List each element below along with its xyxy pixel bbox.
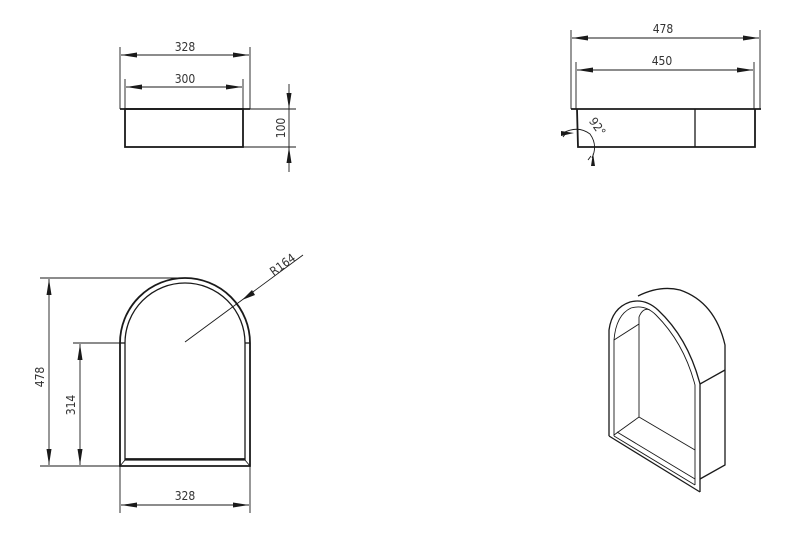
iso-floor-side [613, 416, 640, 436]
iso-frame-inner [613, 306, 696, 485]
iso-floor-back [638, 416, 696, 451]
angle-tick [562, 132, 567, 138]
iso-bottom-lip [616, 431, 696, 480]
dim-inner-height: 450 [652, 54, 673, 68]
iso-inner-arch [638, 308, 651, 324]
front-view-inner [124, 282, 246, 461]
angle-tick [587, 155, 592, 161]
dim-width: 328 [175, 489, 196, 503]
top-view: 328 300 100 [119, 40, 296, 172]
iso-inner-top-left [613, 323, 640, 341]
dim-straight-height: 314 [64, 395, 78, 416]
corner-line [119, 459, 126, 467]
iso-view [608, 287, 726, 493]
dim-total-height: 478 [33, 367, 47, 388]
dim-radius: R164 [267, 251, 298, 279]
radius-arrow [242, 290, 255, 300]
iso-bottom-inner [613, 435, 696, 486]
iso-side-line [699, 369, 726, 385]
angle-arrow [591, 153, 595, 166]
iso-frame-outer [608, 300, 701, 492]
front-view-outer [119, 277, 251, 467]
iso-bottom-outer [608, 435, 701, 493]
angle-arrow [561, 131, 574, 136]
side-view-body [576, 108, 756, 148]
dim-outer-height: 478 [653, 22, 674, 36]
angle-arc [562, 128, 595, 159]
side-view: 478 450 92° [561, 22, 761, 166]
top-view-body [124, 108, 244, 148]
corner-line [244, 459, 251, 467]
dim-angle: 92° [586, 115, 608, 139]
dim-outer-width: 328 [175, 40, 196, 54]
iso-back-shell [637, 287, 726, 480]
dim-depth: 100 [274, 118, 288, 139]
front-view: R164 478 314 328 [33, 251, 304, 513]
dim-inner-width: 300 [175, 72, 196, 86]
